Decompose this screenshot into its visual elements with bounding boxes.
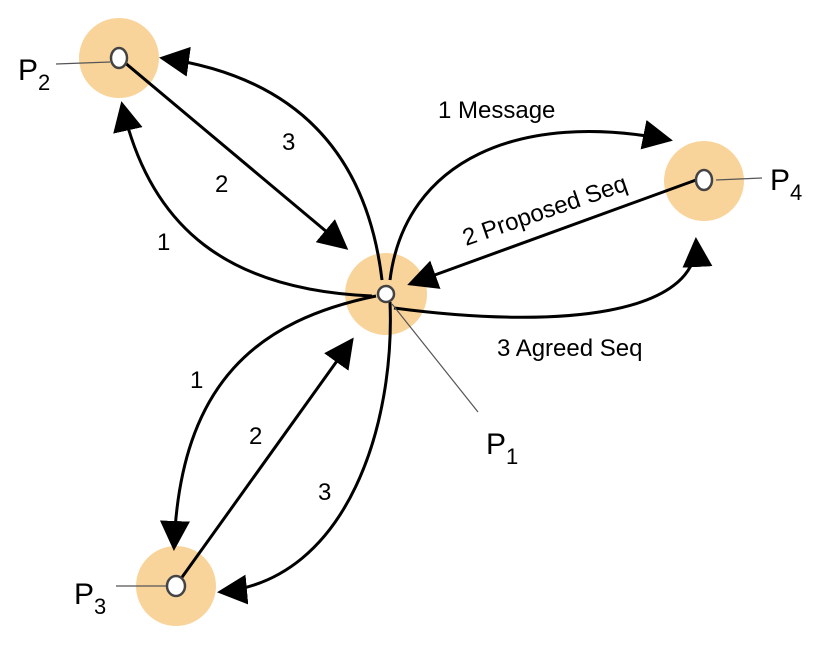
edge-p1-to-p4-message xyxy=(388,120,673,281)
p3-edge-label-2: 2 xyxy=(249,423,262,450)
p3-edge-label-1: 1 xyxy=(190,367,203,394)
p3-edge-label-3: 3 xyxy=(318,479,331,506)
p2-edge-label-1: 1 xyxy=(157,229,170,256)
p1-leader xyxy=(391,303,479,413)
p2-node xyxy=(109,46,129,70)
p4-node xyxy=(694,168,714,192)
p4-edge-label-message: 1 Message xyxy=(438,97,555,124)
p1-label: P1 xyxy=(486,428,518,469)
p2-edge-label-2: 2 xyxy=(215,171,228,198)
p2-label: P2 xyxy=(18,54,50,95)
edge-p1-to-p2-message xyxy=(113,101,373,298)
edge-p1-to-p3-agreed xyxy=(217,301,392,605)
edge-p1-to-p3-message xyxy=(159,294,377,551)
p1-node xyxy=(376,284,396,304)
p4-edge-label-proposed: 2 Proposed Seq xyxy=(459,170,631,252)
edge-p3-to-p1-proposed xyxy=(178,337,354,581)
p3-label: P3 xyxy=(74,578,106,619)
p2-leader xyxy=(55,61,111,65)
p4-edge-label-agreed: 3 Agreed Seq xyxy=(497,335,642,362)
edge-p2-to-p1-proposed xyxy=(123,60,349,250)
p4-label: P4 xyxy=(770,164,802,205)
edge-p1-to-p2-agreed xyxy=(159,46,384,281)
p3-node xyxy=(165,574,187,598)
edge-p1-to-p4-agreed xyxy=(393,237,713,319)
p2-edge-label-3: 3 xyxy=(282,129,295,156)
p4-leader xyxy=(715,177,763,181)
edge-p4-to-p1-proposed xyxy=(407,178,697,289)
